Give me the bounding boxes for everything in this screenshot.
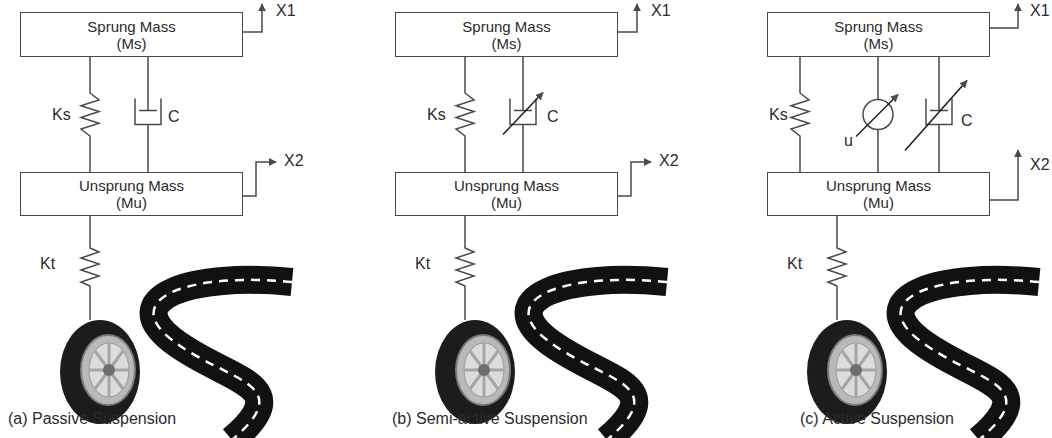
wheel-road (807, 216, 1039, 438)
mass-label: Sprung Mass (Ms) (447, 18, 567, 52)
wheel-road (435, 216, 667, 438)
signal-label: X2 (659, 152, 679, 170)
unsprung-mass-box: Unsprung Mass (Mu) (20, 172, 243, 216)
component-label: Ks (769, 106, 788, 124)
panel-caption: (b) Semi-active Suspension (392, 410, 588, 428)
signal-label: X2 (1030, 156, 1050, 174)
component-label: C (547, 108, 559, 126)
signal-label: Kt (787, 255, 802, 273)
spring-line (791, 57, 809, 172)
displacement-arrow (618, 162, 651, 196)
sprung-mass-box: Sprung Mass (Ms) (395, 12, 618, 57)
signal-label: Kt (40, 255, 55, 273)
displacement-arrow (990, 150, 1018, 200)
sprung-mass-box: Sprung Mass (Ms) (20, 12, 243, 57)
mass-label: Unsprung Mass (Mu) (819, 177, 939, 211)
sprung-mass-box: Sprung Mass (Ms) (767, 12, 990, 57)
signal-label: X2 (284, 152, 304, 170)
displacement-arrow (243, 4, 262, 32)
mass-label: Sprung Mass (Ms) (819, 18, 939, 52)
mass-label: Sprung Mass (Ms) (72, 18, 192, 52)
spring-line (456, 57, 474, 172)
wheel-road (60, 216, 292, 438)
variable-arrow (905, 81, 967, 151)
spring-connector (81, 57, 99, 172)
mass-label: Unsprung Mass (Mu) (72, 177, 192, 211)
component-label: Ks (427, 106, 446, 124)
signal-label: X1 (1030, 2, 1050, 20)
unsprung-mass-box: Unsprung Mass (Mu) (767, 172, 990, 216)
panel-caption: (a) Passive Suspension (8, 410, 176, 428)
displacement-arrow (243, 162, 276, 196)
displacement-arrow (618, 4, 637, 32)
unsprung-mass-box: Unsprung Mass (Mu) (395, 172, 618, 216)
component-label: C (961, 112, 973, 130)
spring-line (81, 57, 99, 172)
signal-label: Kt (415, 255, 430, 273)
component-label: Ks (52, 106, 71, 124)
damper-line (135, 57, 161, 172)
damper-connector (905, 57, 967, 172)
actuator-connector (856, 57, 898, 172)
variable-arrow (503, 93, 543, 135)
spring-connector (456, 57, 474, 172)
signal-label: X1 (651, 2, 671, 20)
spring-connector (791, 57, 809, 172)
panel-caption: (c) Active Suspension (800, 410, 954, 428)
signal-label: X1 (276, 2, 296, 20)
mass-label: Unsprung Mass (Mu) (447, 177, 567, 211)
displacement-arrow (990, 4, 1018, 28)
damper-line (926, 57, 952, 172)
component-label: C (168, 108, 180, 126)
variable-arrow (856, 95, 898, 137)
damper-connector (503, 57, 543, 172)
component-label: u (844, 132, 853, 150)
damper-connector (135, 57, 161, 172)
